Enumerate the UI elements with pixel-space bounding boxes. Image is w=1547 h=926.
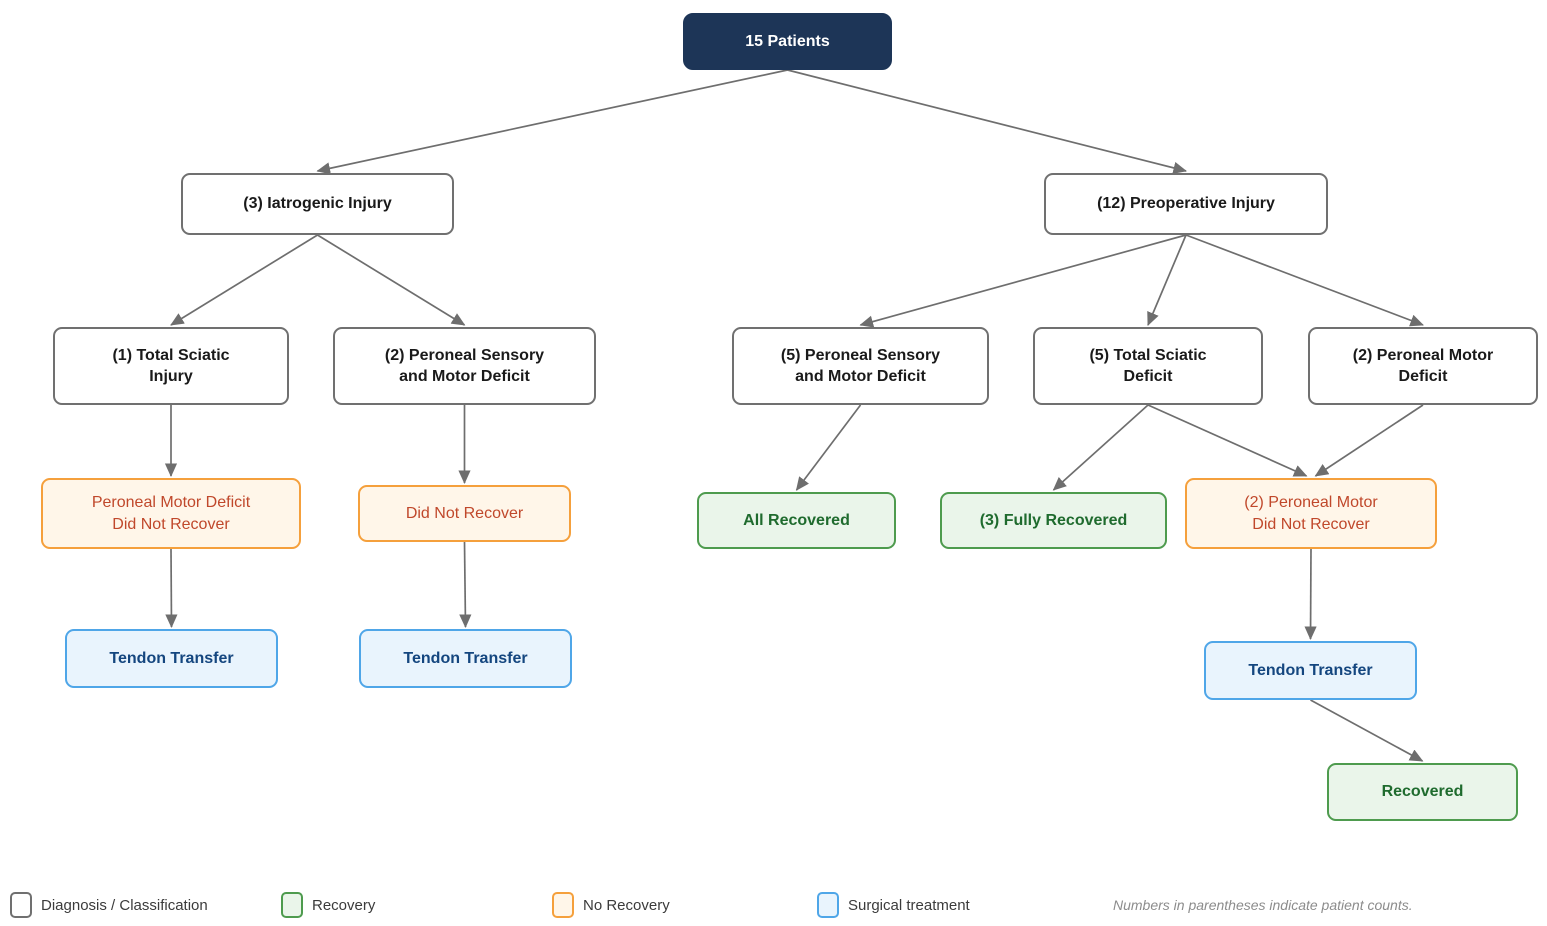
legend-swatch-diagnosis-icon <box>10 892 32 918</box>
legend-swatch-norecovery-icon <box>552 892 574 918</box>
flow-edge-ia-total-nr-to-tt-1 <box>165 548 178 629</box>
flow-node-label: (3) Iatrogenic Injury <box>243 195 392 213</box>
legend-item-label: Diagnosis / Classification <box>41 896 208 914</box>
flow-node-label: Tendon Transfer <box>1248 661 1373 679</box>
flow-node-label: (5) Peroneal Sensory and Motor Deficit <box>780 346 941 385</box>
legend-item-label: Surgical treatment <box>848 896 970 914</box>
flow-node-pre-pero[interactable]: (5) Peroneal Sensory and Motor Deficit <box>732 327 989 405</box>
flow-node-label: Tendon Transfer <box>109 649 234 667</box>
flow-node-tt-3[interactable]: Tendon Transfer <box>1204 641 1417 700</box>
flow-node-pre-pero-r[interactable]: All Recovered <box>697 492 896 549</box>
flow-node-label: (12) Preoperative Injury <box>1097 195 1275 213</box>
flow-node-ia-total[interactable]: (1) Total Sciatic Injury <box>53 327 289 405</box>
flow-node-label: 15 Patients <box>745 32 830 50</box>
flow-node-root[interactable]: 15 Patients <box>683 13 892 70</box>
flow-node-label: Recovered <box>1381 783 1464 801</box>
flow-node-label: All Recovered <box>743 511 850 529</box>
flow-edge-tt-3-to-final-r <box>1310 699 1424 762</box>
flow-node-final-r[interactable]: Recovered <box>1327 763 1518 821</box>
flow-edge-root-to-iatrogenic <box>316 69 788 175</box>
flow-node-label: (2) Peroneal Sensory and Motor Deficit <box>384 346 545 385</box>
flow-node-label: (5) Total Sciatic Deficit <box>1089 346 1207 385</box>
legend-swatch-recovery-icon <box>281 892 303 918</box>
legend-item-label: No Recovery <box>583 896 670 914</box>
flow-edge-iatrogenic-to-ia-pero <box>317 234 466 326</box>
flow-edge-pre-motor-to-pre-motor-nr <box>1314 404 1424 477</box>
flow-node-pre-motor[interactable]: (2) Peroneal Motor Deficit <box>1308 327 1538 405</box>
flow-edge-pre-total-to-pre-motor-nr <box>1147 404 1308 477</box>
flow-edge-preop-to-pre-total <box>1147 234 1187 326</box>
flow-node-label: (2) Peroneal Motor Deficit <box>1352 346 1494 385</box>
legend-swatch-surgical-icon <box>817 892 839 918</box>
flow-node-pre-total-r[interactable]: (3) Fully Recovered <box>940 492 1167 549</box>
legend-item-recovery: Recovery <box>281 884 375 926</box>
flow-edge-ia-pero-nr-to-tt-2 <box>459 541 472 629</box>
flow-edge-root-to-preop <box>787 69 1187 174</box>
flow-edge-pre-total-to-pre-total-r <box>1052 404 1149 491</box>
flow-node-label: Peroneal Motor Deficit Did Not Recover <box>91 494 251 533</box>
flow-node-tt-1[interactable]: Tendon Transfer <box>65 629 278 688</box>
flow-edge-pre-pero-to-pre-pero-r <box>795 404 862 491</box>
flow-node-label: Tendon Transfer <box>403 649 528 667</box>
flow-node-label: Did Not Recover <box>405 504 524 522</box>
legend: Numbers in parentheses indicate patient … <box>0 884 1547 926</box>
flow-edge-preop-to-pre-pero <box>859 234 1187 328</box>
flow-edge-iatrogenic-to-ia-total <box>170 234 318 326</box>
legend-item-norecovery: No Recovery <box>552 884 670 926</box>
flow-node-label: (3) Fully Recovered <box>979 511 1128 529</box>
flow-node-pre-motor-nr[interactable]: (2) Peroneal Motor Did Not Recover <box>1185 478 1437 549</box>
flow-node-label: (2) Peroneal Motor Did Not Recover <box>1244 494 1378 533</box>
flow-edge-preop-to-pre-motor <box>1185 234 1424 327</box>
legend-note: Numbers in parentheses indicate patient … <box>1113 897 1413 913</box>
flow-node-pre-total[interactable]: (5) Total Sciatic Deficit <box>1033 327 1263 405</box>
flow-node-ia-pero[interactable]: (2) Peroneal Sensory and Motor Deficit <box>333 327 596 405</box>
flow-node-tt-2[interactable]: Tendon Transfer <box>359 629 572 688</box>
flow-node-iatrogenic[interactable]: (3) Iatrogenic Injury <box>181 173 454 235</box>
flow-node-label: (1) Total Sciatic Injury <box>112 346 230 385</box>
flow-edge-pre-motor-nr-to-tt-3 <box>1304 548 1317 641</box>
legend-item-label: Recovery <box>312 896 376 914</box>
legend-item-diagnosis: Diagnosis / Classification <box>10 884 208 926</box>
flow-node-ia-pero-nr[interactable]: Did Not Recover <box>358 485 571 542</box>
flow-node-ia-total-nr[interactable]: Peroneal Motor Deficit Did Not Recover <box>41 478 301 549</box>
legend-item-surgical: Surgical treatment <box>817 884 970 926</box>
flow-node-preop[interactable]: (12) Preoperative Injury <box>1044 173 1328 235</box>
